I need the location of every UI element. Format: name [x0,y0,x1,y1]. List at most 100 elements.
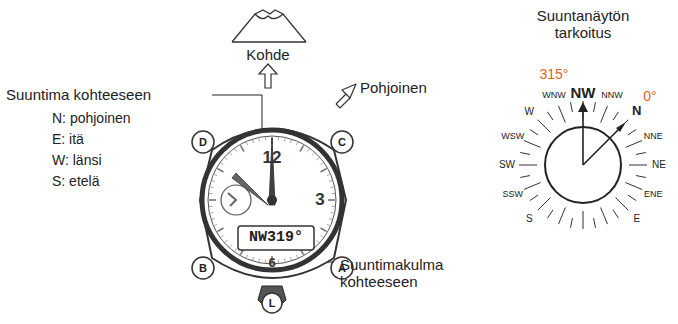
dial-tick [209,199,216,201]
dial-tick [246,142,247,145]
dial-tick [246,255,247,258]
dial-tick [217,228,223,232]
dial-tick [258,138,260,141]
rose-tick [613,112,619,120]
dial-tick [217,169,223,173]
dial-tick [300,145,304,151]
dial-tick [328,199,335,201]
dial-numeral: 6 [268,256,275,271]
dial-tick [327,174,330,175]
dial-tick [225,158,227,160]
rose-tick [625,141,642,148]
bearing-degree: 0° [643,88,656,104]
dial-tick [296,255,297,258]
rose-tick [571,218,573,228]
rose-tick [571,102,573,112]
dial-tick [221,235,223,237]
dial-tick [252,140,254,143]
mountain-icon [232,10,306,42]
dial-tick [296,142,297,145]
watch [192,129,353,313]
dial-tick [230,245,232,247]
compass-point: S [526,213,533,225]
rose-tick [629,165,647,166]
compass-point: SSW [503,189,524,199]
target-arrow [259,64,277,88]
dial-tick [212,180,215,182]
north-label: Pohjoinen [360,79,427,96]
dial-tick [235,249,237,251]
north-arrow [336,84,356,104]
dial-tick [221,163,223,165]
dial-tick [320,169,326,173]
dial-tick [210,212,213,214]
dial-tick [284,138,286,141]
button-letter: B [199,262,207,275]
dial-tick [212,218,215,220]
legend-text: E: itä [52,131,84,147]
rose-tick [601,207,608,224]
dial-tick [317,158,319,160]
rose-tick [594,102,596,112]
rose-tick [636,153,646,155]
dial-tick [265,137,266,140]
dial-tick [290,257,292,260]
dial-numeral: 3 [315,190,324,210]
dial-tick [214,224,217,225]
dial-tick [320,228,326,232]
dial-tick [321,235,323,237]
compass-point: SW [499,159,515,171]
dial-tick [235,149,237,151]
dial-tick [210,186,213,188]
rose-tick [559,207,566,224]
compass-point: WNW [542,90,566,100]
rose-tick [538,198,551,211]
rose-tick [628,195,636,201]
dial-tick [214,174,217,175]
dial-tick [278,137,279,140]
compass-point: NNW [601,90,623,100]
rose-tick [594,218,596,228]
dial-tick [331,186,334,188]
dial-tick [312,153,314,155]
target-label: Kohde [246,46,289,63]
rose-tick [520,153,530,155]
dial-tick [225,240,227,242]
rose-title: Suuntanäytön tarkoitus [508,7,658,42]
rose-tick [628,129,636,135]
dial-tick [278,260,279,263]
rose-tick [601,106,608,123]
dial-tick [327,224,330,225]
dial-tick [307,149,309,151]
rose-tick [625,183,642,190]
rose-tick [559,106,566,123]
compass-point: NW [571,84,596,101]
rose-tick [613,210,619,218]
compass-point: NNE [644,131,663,141]
dial-tick [209,206,212,207]
button-letter: C [338,136,346,149]
rose-tick [538,120,551,133]
compass-point: W [525,106,534,118]
lcd-readout: NW319° [249,229,303,246]
compass-point: WSW [501,131,524,141]
rose-tick [520,176,530,178]
legend-text: W: länsi [52,152,102,168]
dial-tick [321,163,323,165]
bearing-degree: 315° [540,66,569,82]
rose-tick [547,112,553,120]
rose-tick [636,176,646,178]
compass-point: ENE [644,189,663,199]
button-letter: D [199,136,207,149]
dial-tick [332,193,335,194]
rose-tick [524,141,541,148]
rose-tick [519,165,537,166]
dial-tick [332,206,335,207]
rose-tick [547,210,553,218]
dial-tick [241,145,245,151]
rose-tick [530,195,538,201]
dial-tick [258,259,260,262]
compass-rose [519,101,647,229]
button-letter: L [269,297,276,310]
